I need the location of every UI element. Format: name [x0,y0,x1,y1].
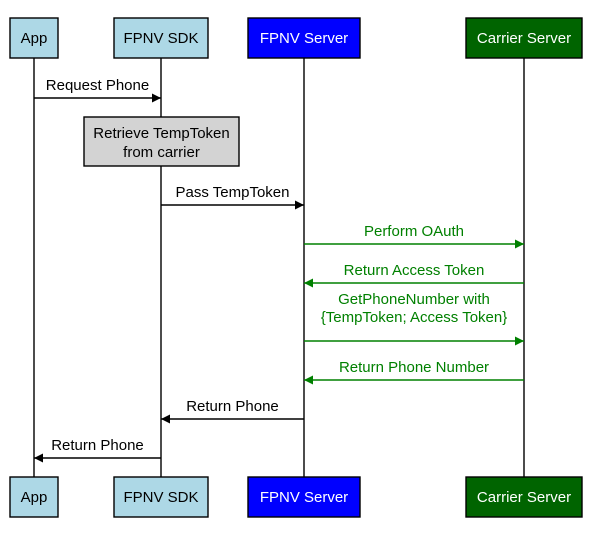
participant-label: Carrier Server [477,30,571,47]
participant-label: App [21,30,48,47]
note-retrieve-temptoken: Retrieve TempToken from carrier [83,116,240,167]
message-0: Request Phone [34,77,161,103]
note-text-line: from carrier [123,144,200,161]
note-layer: Retrieve TempToken from carrier [83,116,240,167]
message-3: Return Access Token [304,262,524,288]
participant-carrier-bottom: Carrier Server [465,476,583,518]
note-text-line: Retrieve TempToken [93,125,229,142]
participant-box [9,17,59,59]
message-7: Return Phone [34,437,161,463]
message-1: Pass TempToken [161,184,304,210]
participant-app-top: App [9,17,59,59]
message-label: Request Phone [46,77,149,94]
participant-box [113,476,209,518]
participant-label: App [21,489,48,506]
participant-sdk-top: FPNV SDK [113,17,209,59]
participant-app-bottom: App [9,476,59,518]
message-label: Return Phone Number [339,359,489,376]
message-label: Return Phone [186,398,279,415]
participant-label: FPNV SDK [123,489,198,506]
message-label: GetPhoneNumber with [338,291,490,308]
message-label: {TempToken; Access Token} [321,309,508,326]
participant-box [465,17,583,59]
message-4: GetPhoneNumber with{TempToken; Access To… [304,291,524,346]
participant-box [9,476,59,518]
message-5: Return Phone Number [304,359,524,385]
participant-box [247,17,361,59]
message-6: Return Phone [161,398,304,424]
message-label: Pass TempToken [176,184,290,201]
participant-sdk-bottom: FPNV SDK [113,476,209,518]
participant-box [465,476,583,518]
message-2: Perform OAuth [304,223,524,249]
participant-box [247,476,361,518]
participant-label: Carrier Server [477,489,571,506]
participant-server-top: FPNV Server [247,17,361,59]
participant-carrier-top: Carrier Server [465,17,583,59]
participant-label: FPNV SDK [123,30,198,47]
message-label: Return Access Token [344,262,485,279]
participant-label: FPNV Server [260,30,348,47]
message-label: Return Phone [51,437,144,454]
participant-label: FPNV Server [260,489,348,506]
note-box [83,116,240,167]
participant-box [113,17,209,59]
participant-server-bottom: FPNV Server [247,476,361,518]
message-label: Perform OAuth [364,223,464,240]
